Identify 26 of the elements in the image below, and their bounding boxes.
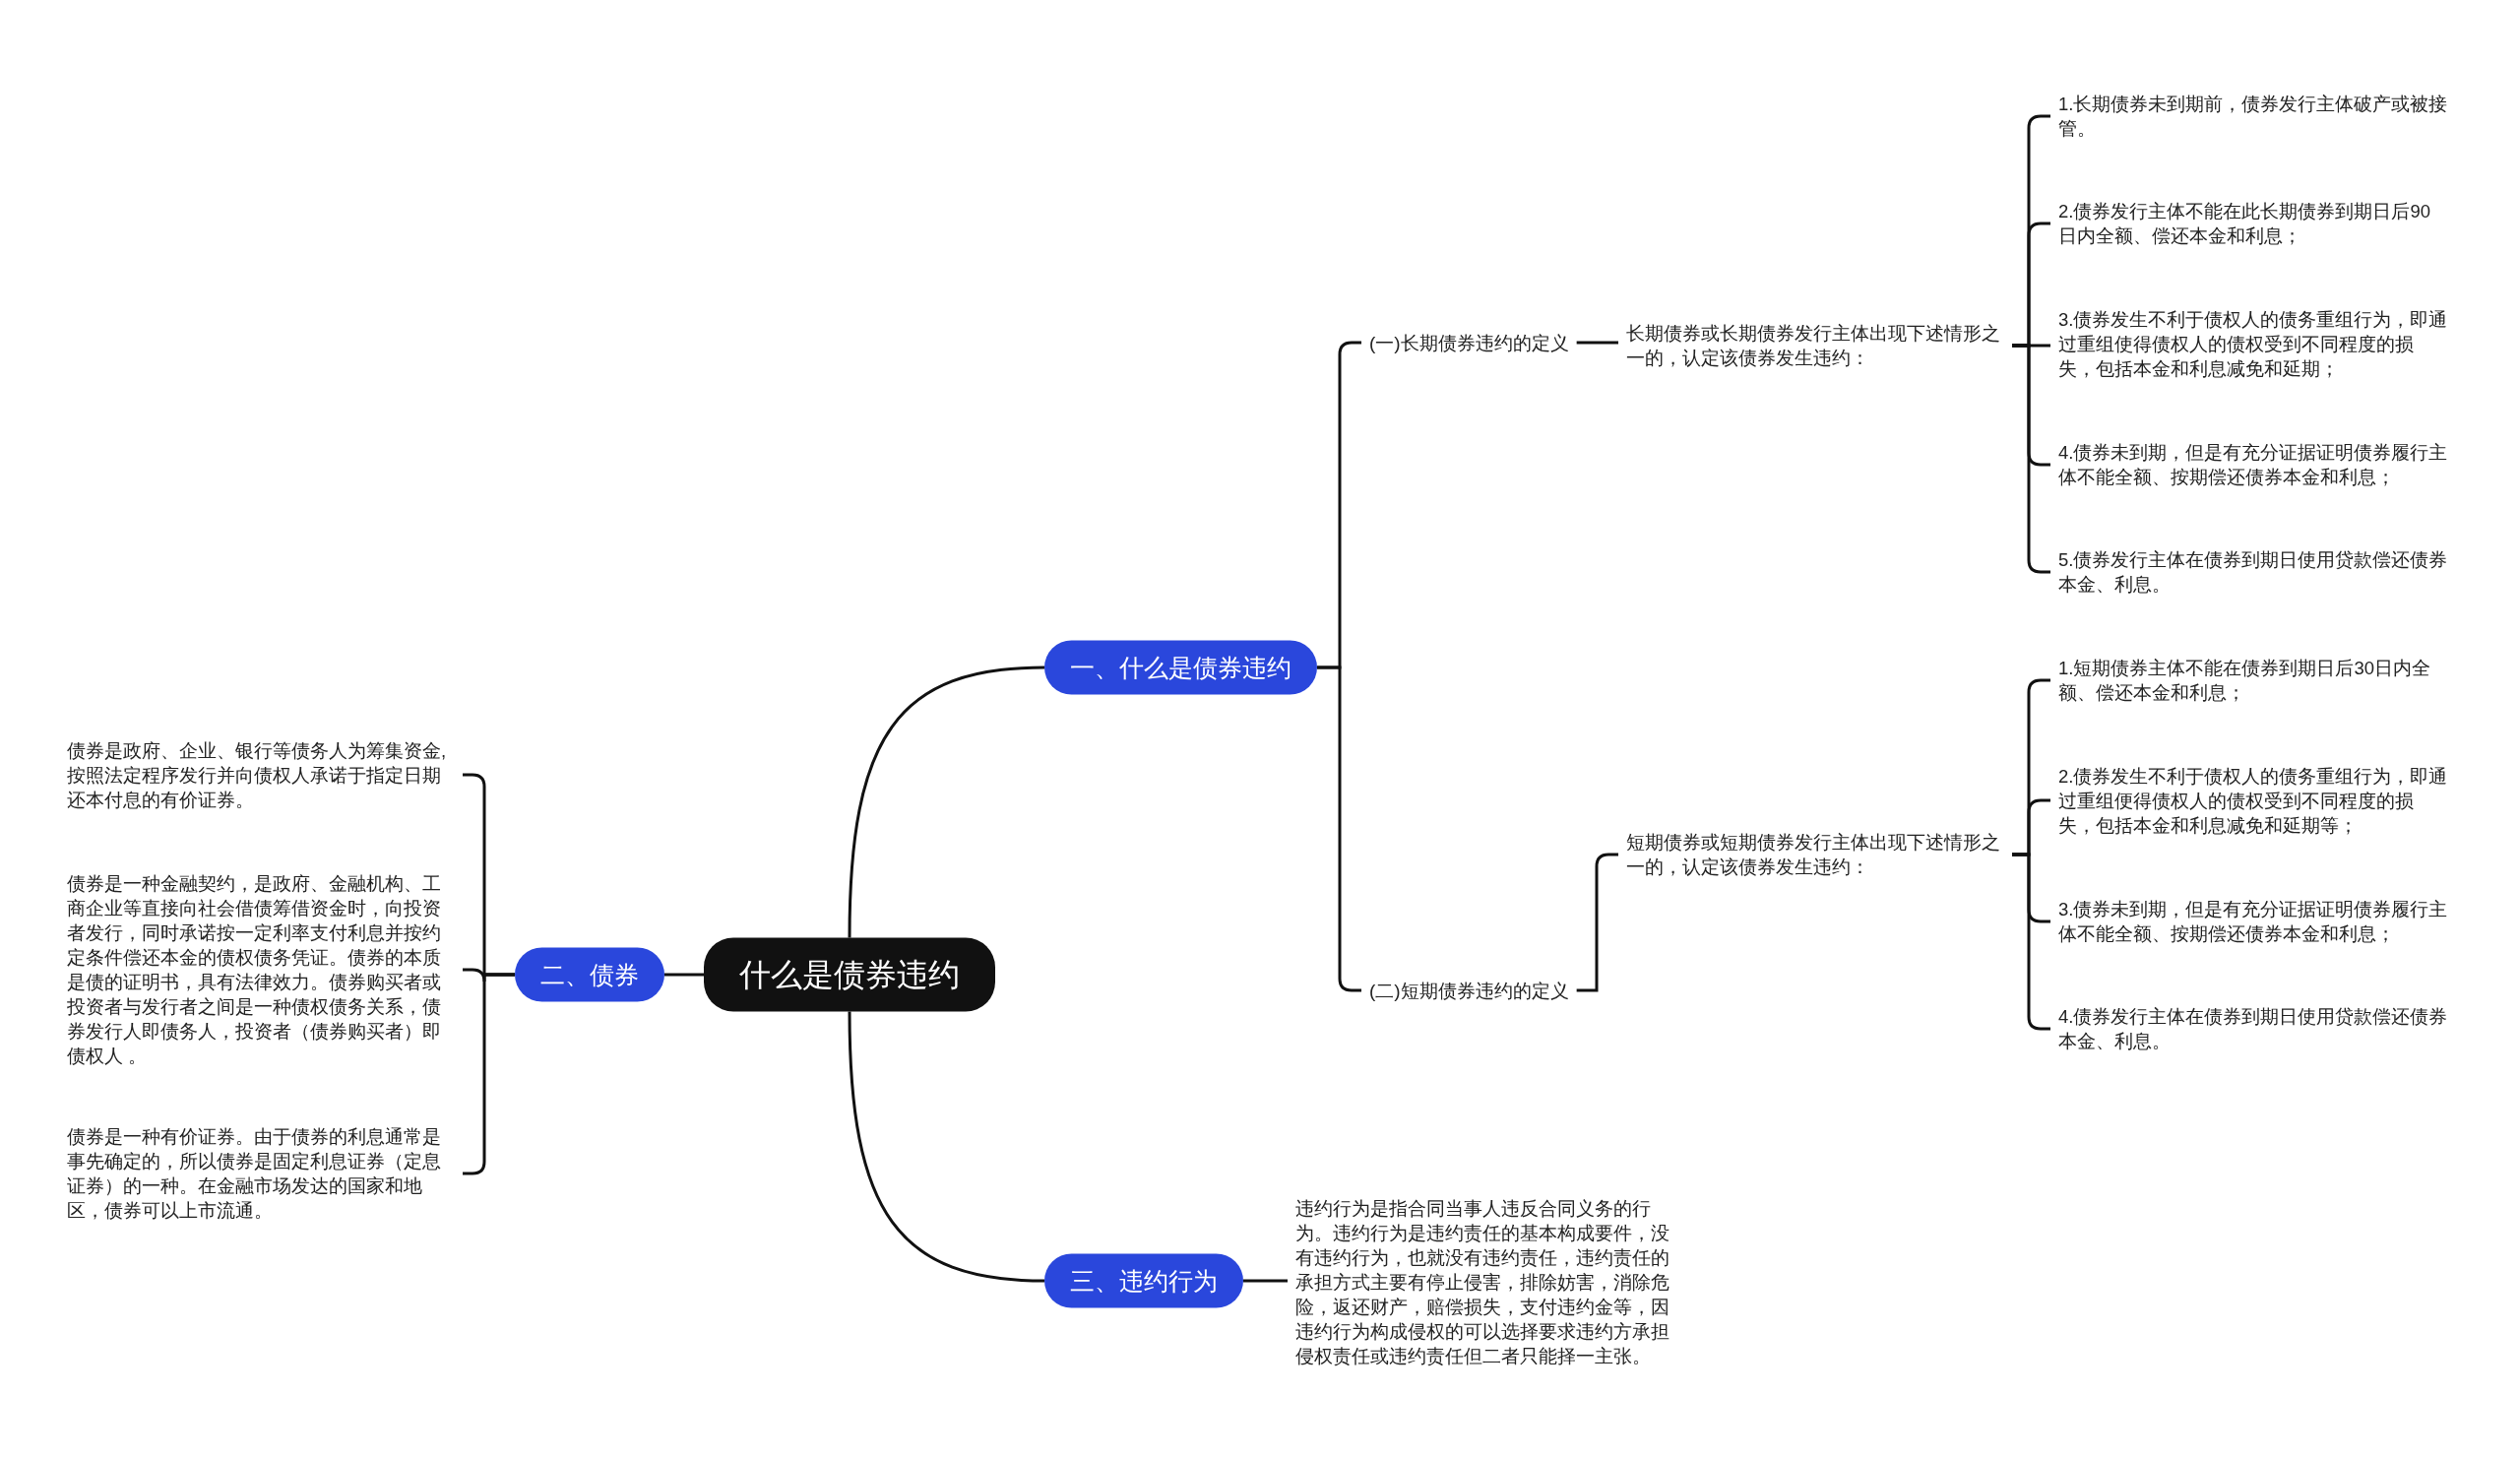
connector-line	[1243, 1279, 1288, 1283]
topic-text: 3.债券未到期，但是有充分证据证明债券履行主体不能全额、按期偿还债券本金和利息；	[2050, 897, 2456, 946]
topic-text: 4.债券未到期，但是有充分证据证明债券履行主体不能全额、按期偿还债券本金和利息；	[2050, 440, 2456, 489]
topic-text: 债券是一种金融契约，是政府、金融机构、工商企业等直接向社会借债筹借资金时，向投资者发行，同时承诺按一定利率支付利息并按约定条件偿还本金的债权债务凭证。债券的本质是债的证明书，具有法律效力。债券购买者或投资者与发行者之间是一种债权债务关系，债券发行人即债务人，投资者（债券购买者）即债权人 。	[59, 871, 463, 1068]
topic-text: 债券是政府、企业、银行等债务人为筹集资金,按照法定程序发行并向债权人承诺于指定日期还本付息的有价证券。	[59, 737, 463, 812]
central-topic: 什么是债券违约	[704, 937, 995, 1012]
topic-text: 债券是一种有价证券。由于债券的利息通常是事先确定的，所以债券是固定利息证券（定息证券）的一种。在金融市场发达的国家和地区，债券可以上市流通。	[59, 1124, 463, 1223]
topic-text: 短期债券或短期债券发行主体出现下述情形之一的，认定该债券发生违约：	[1618, 830, 2012, 879]
branch-topic: 二、债券	[515, 947, 664, 1002]
branch-topic: 三、违约行为	[1044, 1253, 1243, 1308]
topic-text: 长期债券或长期债券发行主体出现下述情形之一的，认定该债券发生违约：	[1618, 321, 2012, 370]
topic-text: 1.短期债券主体不能在债券到期日后30日内全额、偿还本金和利息；	[2050, 656, 2456, 705]
branch-topic: 一、什么是债券违约	[1044, 640, 1317, 695]
connector-line	[664, 973, 704, 977]
topic-text: 4.债券发行主体在债券到期日使用贷款偿还债券本金、利息。	[2050, 1004, 2456, 1053]
topic-text: 2.债券发行主体不能在此长期债券到期日后90日内全额、偿还本金和利息；	[2050, 199, 2456, 248]
topic-text: 5.债券发行主体在债券到期日使用贷款偿还债券本金、利息。	[2050, 547, 2456, 597]
connector-line	[1576, 341, 1618, 345]
topic-text: 2.债券发生不利于债权人的债务重组行为，即通过重组便得债权人的债权受到不同程度的损失，包括本金和利息减免和延期等；	[2050, 763, 2456, 838]
topic-text: 1.长期债券未到期前，债券发行主体破产或被接管。	[2050, 92, 2456, 141]
topic-text: 违约行为是指合同当事人违反合同义务的行为。违约行为是违约责任的基本构成要件，没有违约行为，也就没有违约责任，违约责任的承担方式主要有停止侵害，排除妨害，消除危险，返还财产，赔偿损失，支付违约金等，因违约行为构成侵权的可以选择要求违约方承担侵权责任或违约责任但二者只能择一主张。	[1288, 1195, 1681, 1368]
topic-text: 3.债券发生不利于债权人的债务重组行为，即通过重组使得债权人的债权受到不同程度的损失，包括本金和利息减免和延期；	[2050, 306, 2456, 381]
subtopic-text: (一)长期债券违约的定义	[1361, 330, 1577, 355]
connector-line	[848, 666, 1045, 938]
subtopic-text: (二)短期债券违约的定义	[1361, 978, 1577, 1003]
connector-line	[848, 1011, 1045, 1283]
